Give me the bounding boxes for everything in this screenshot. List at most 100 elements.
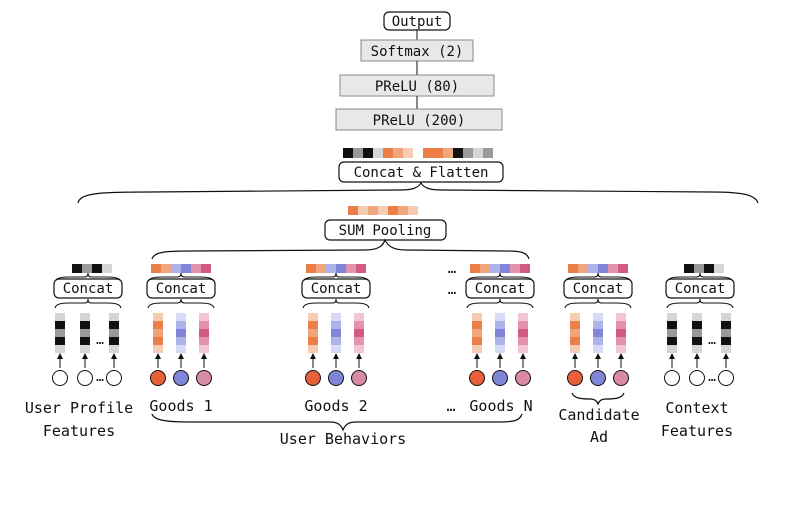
goods-1-group: Concat bbox=[146, 264, 216, 386]
goods-1-group-vector-1-cell bbox=[176, 337, 186, 345]
goods-n-group-concat-label: Concat bbox=[475, 281, 526, 297]
goods-2-group-vector-0-cell bbox=[308, 337, 318, 345]
context-group-concat-box bbox=[665, 278, 735, 299]
context-group-vector-2-cell bbox=[721, 345, 731, 353]
goods-n-group-vector-0 bbox=[472, 313, 482, 353]
user-profile-group-embedding-cell bbox=[102, 264, 112, 273]
goods-n-group-embedding-cell bbox=[510, 264, 520, 273]
candidate-ad-group-vector-2-cell bbox=[616, 337, 626, 345]
goods-1-label: Goods 1 bbox=[149, 397, 212, 415]
goods-2-group-embedding-cell bbox=[316, 264, 326, 273]
candidate-ad-group-node-1 bbox=[590, 370, 606, 386]
concat-embedding-cells-cell bbox=[423, 148, 433, 158]
goods-n-group-vector-0-cell bbox=[472, 329, 482, 337]
context-group-dots-node: … bbox=[708, 370, 716, 385]
goods-1-group-vector-2-cell bbox=[199, 329, 209, 337]
context-group-vector-0-cell bbox=[667, 337, 677, 345]
candidate-ad-label-line2: Ad bbox=[590, 428, 608, 446]
candidate-ad-group-embedding bbox=[568, 264, 628, 273]
goods-n-group-vector-2-cell bbox=[518, 321, 528, 329]
goods-n-group-embedding bbox=[470, 264, 530, 273]
goods-1-group-embedding-cell bbox=[181, 264, 191, 273]
context-group-vector-1-cell bbox=[692, 345, 702, 353]
context-group-embedding bbox=[684, 264, 724, 273]
concat-embedding-cells bbox=[343, 148, 493, 158]
concat-embedding-cells-cell bbox=[413, 148, 423, 158]
goods-1-group-embedding-cell bbox=[161, 264, 171, 273]
goods-1-group-vector-1-cell bbox=[176, 321, 186, 329]
goods-1-group-concat-label: Concat bbox=[156, 281, 207, 297]
goods-1-group-vector-0-cell bbox=[153, 321, 163, 329]
candidate-ad-group-vector-0-cell bbox=[570, 329, 580, 337]
goods-2-group-vector-2 bbox=[354, 313, 364, 353]
goods-n-group-vector-2 bbox=[518, 313, 528, 353]
context-group: Concat … … bbox=[664, 264, 735, 386]
concat-embedding-cells-cell bbox=[443, 148, 453, 158]
user-profile-group-concat-box bbox=[53, 278, 123, 299]
context-group-vector-1 bbox=[692, 313, 702, 353]
context-group-embedding-cell bbox=[694, 264, 704, 273]
goods-1-group-concat-brace bbox=[147, 298, 215, 309]
goods-2-group-vector-0-cell bbox=[308, 313, 318, 321]
goods-2-group-vector-0-cell bbox=[308, 329, 318, 337]
user-profile-group-vector-1-cell bbox=[80, 337, 90, 345]
goods-2-group: Concat bbox=[301, 264, 371, 386]
user-profile-group-dots-node: … bbox=[96, 370, 104, 385]
context-group-vector-1-cell bbox=[692, 337, 702, 345]
candidate-ad-group-vector-1 bbox=[593, 313, 603, 353]
goods-n-group-vector-1 bbox=[495, 313, 505, 353]
goods-1-group-embedding-cell bbox=[151, 264, 161, 273]
goods-2-group-embedding bbox=[306, 264, 366, 273]
user-profile-group-vector-1-cell bbox=[80, 329, 90, 337]
context-group-concat-label: Concat bbox=[675, 281, 726, 297]
goods-2-group-vector-1-cell bbox=[331, 337, 341, 345]
user-profile-group-vector-1 bbox=[80, 313, 90, 353]
user-profile-group-vector-1-cell bbox=[80, 313, 90, 321]
goods-2-group-embedding-cell bbox=[356, 264, 366, 273]
context-group-node-1 bbox=[689, 370, 705, 386]
goods-1-group-embedding-cell bbox=[191, 264, 201, 273]
pooling-brace bbox=[151, 238, 530, 260]
goods-n-group-vector-1-cell bbox=[495, 321, 505, 329]
goods-n-group-vector-2-cell bbox=[518, 313, 528, 321]
goods-2-group-node-1 bbox=[328, 370, 344, 386]
goods-1-group-vector-1 bbox=[176, 313, 186, 353]
user-profile-group: Concat…… bbox=[52, 264, 123, 386]
candidate-ad-group-concat: Concat bbox=[563, 278, 633, 299]
sum-pooling-label: SUM Pooling bbox=[339, 223, 432, 239]
context-group-vector-2-cell bbox=[721, 329, 731, 337]
candidate-ad-group-vector-0-cell bbox=[570, 345, 580, 353]
goods-n-ellipsis: … bbox=[446, 397, 455, 415]
goods-n-group-embedding-cell bbox=[480, 264, 490, 273]
sum-pooling-cells-cell bbox=[398, 206, 408, 215]
context-group-vector-2-cell bbox=[721, 337, 731, 345]
goods-2-group-embedding-cell bbox=[336, 264, 346, 273]
candidate-ad-group-embedding-cell bbox=[588, 264, 598, 273]
sum-pooling-cells-cell bbox=[408, 206, 418, 215]
goods-n-group-node-2 bbox=[515, 370, 531, 386]
goods-n-group-vector-1-cell bbox=[495, 337, 505, 345]
goods-n-group-vector-2-cell bbox=[518, 345, 528, 353]
sum-pooling-strip bbox=[348, 206, 418, 215]
candidate-ad-group: Concat bbox=[563, 264, 633, 386]
context-group-concat-brace bbox=[666, 298, 734, 309]
user-profile-group-vector-0-cell bbox=[55, 329, 65, 337]
goods-2-group-strip-brace bbox=[302, 272, 370, 283]
context-group-dots-vec: … bbox=[708, 333, 716, 348]
goods-1-group-vector-2-cell bbox=[199, 337, 209, 345]
concat-embedding-cells-cell bbox=[473, 148, 483, 158]
candidate-ad-group-embedding-cell bbox=[568, 264, 578, 273]
context-group-embedding-cell bbox=[684, 264, 694, 273]
goods-n-group: Concat…… bbox=[448, 261, 535, 386]
concat-embedding-cells-cell bbox=[343, 148, 353, 158]
goods-2-group-vector-1 bbox=[331, 313, 341, 353]
context-group-vector-0-cell bbox=[667, 313, 677, 321]
goods-1-group-vector-2-cell bbox=[199, 313, 209, 321]
user-profile-group-vector-0-cell bbox=[55, 321, 65, 329]
user-profile-group-concat-brace bbox=[54, 298, 122, 309]
goods-1-group-vector-0-cell bbox=[153, 313, 163, 321]
user-profile-group-vector-0-cell bbox=[55, 313, 65, 321]
goods-n-group-node-0 bbox=[469, 370, 485, 386]
context-group-vector-2-cell bbox=[721, 321, 731, 329]
